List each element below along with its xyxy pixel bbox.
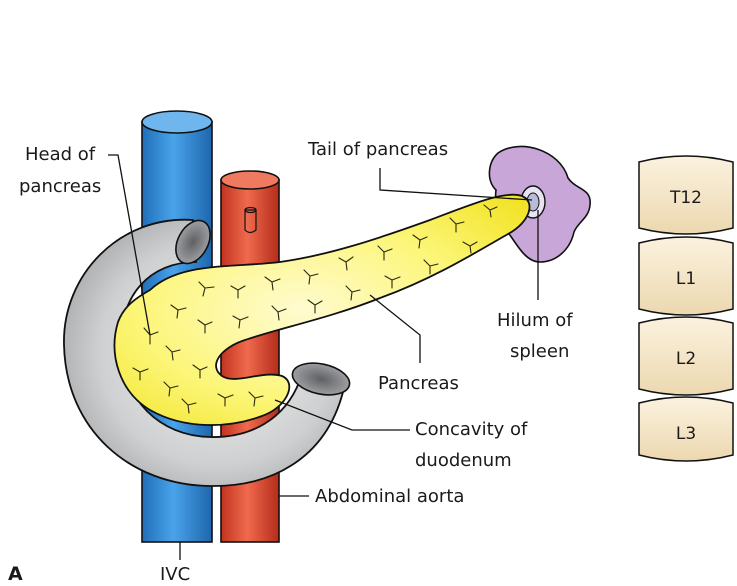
label-abdominal-aorta: Abdominal aorta: [315, 486, 464, 507]
vertebra-l2: L2: [639, 317, 733, 395]
vertebra-l1: L1: [639, 237, 733, 315]
panel-letter: A: [8, 563, 23, 585]
vertebra-label: L1: [676, 269, 696, 289]
label-head-of-pancreas-line2: pancreas: [19, 176, 101, 197]
label-tail-of-pancreas: Tail of pancreas: [307, 139, 448, 160]
label-pancreas: Pancreas: [378, 373, 459, 394]
vertebra-l3: L3: [639, 397, 733, 461]
label-ivc: IVC: [160, 564, 190, 585]
label-concavity-line2: duodenum: [415, 450, 512, 471]
vertebra-label: L2: [676, 349, 696, 369]
label-head-of-pancreas-line1: Head of: [25, 144, 96, 165]
vertebra-t12: T12: [639, 156, 733, 234]
vertebral-column: T12 L1 L2 L3: [639, 156, 733, 461]
vertebra-label: T12: [669, 188, 702, 208]
vertebra-label: L3: [676, 424, 696, 444]
label-concavity-line1: Concavity of: [415, 419, 528, 440]
label-hilum-of-spleen-line1: Hilum of: [497, 310, 573, 331]
leader-pancreas: [370, 295, 420, 363]
aorta-vessel: [221, 171, 279, 542]
label-hilum-of-spleen-line2: spleen: [510, 341, 569, 362]
